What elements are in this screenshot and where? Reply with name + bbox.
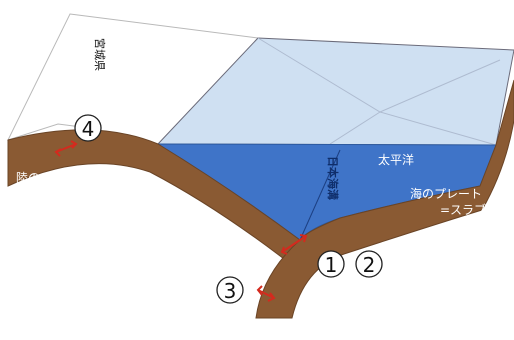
marker-3: 3 bbox=[216, 276, 244, 304]
marker-2-label: 2 bbox=[363, 253, 376, 277]
label-land-plate: 陸のプレート bbox=[16, 171, 88, 185]
trench-line bbox=[299, 149, 341, 241]
label-ocean-plate-2: =スラブ bbox=[440, 202, 486, 217]
label-miyagi: 宮城県 bbox=[93, 38, 107, 71]
marker-4: 4 bbox=[74, 114, 102, 142]
marker-1: 1 bbox=[317, 250, 345, 278]
ocean-surface-lines bbox=[257, 37, 501, 146]
marker-4-label: 4 bbox=[82, 117, 95, 141]
slip-arrow-1 bbox=[280, 234, 308, 255]
marker-3-label: 3 bbox=[224, 279, 237, 303]
slip-arrow-4 bbox=[54, 140, 78, 157]
label-pacific: 太平洋 bbox=[378, 152, 414, 167]
slip-arrow-3 bbox=[256, 285, 276, 302]
label-ocean-plate-1: 海のプレート bbox=[410, 186, 482, 201]
marker-1-label: 1 bbox=[325, 253, 338, 277]
marker-2: 2 bbox=[355, 250, 383, 278]
label-japan-trench: 日本海溝 bbox=[326, 156, 340, 200]
